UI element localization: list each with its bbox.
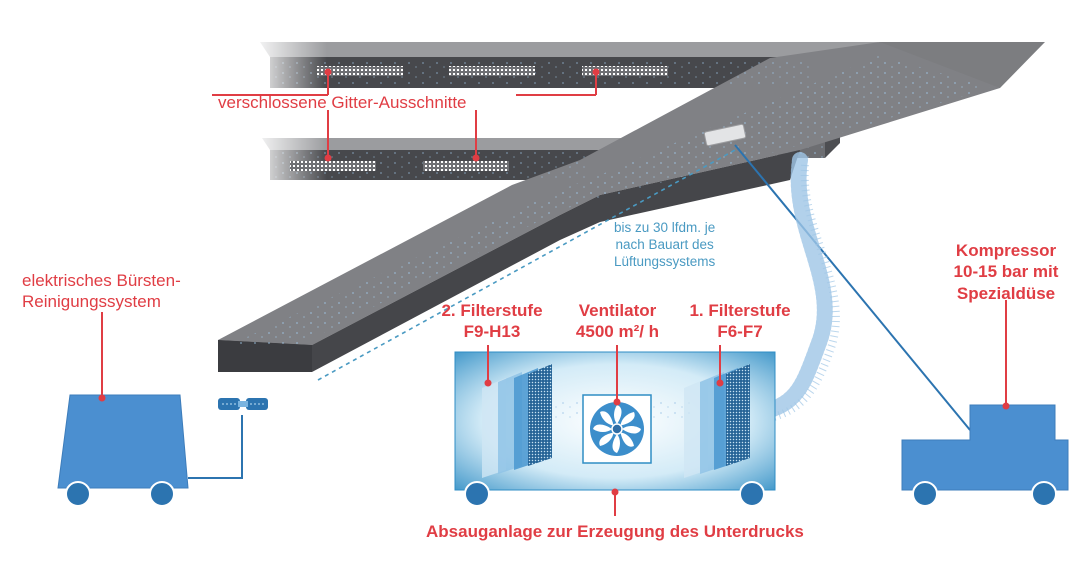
extraction-unit [454, 345, 776, 516]
wheel [1031, 481, 1057, 507]
grilles-label: verschlossene Gitter-Ausschnitte [218, 93, 467, 112]
grille-cutout [582, 66, 668, 76]
wheel [739, 481, 765, 507]
compressor-vehicle [901, 300, 1069, 507]
compressor-label: Kompressor 10-15 bar mit Spezialdüse [953, 241, 1059, 303]
filter-stage-1-label: 1. Filterstufe F6-F7 [689, 301, 791, 342]
main-duct-front [218, 150, 800, 372]
duct-opening [703, 123, 747, 147]
compressor-vehicle-body [901, 404, 1069, 491]
duct-length-note: bis zu 30 lfdm. je nach Bauart des Lüftu… [614, 220, 716, 269]
duct-system [218, 30, 1045, 372]
ventilator-label: Ventilator 4500 m²/ h [575, 301, 660, 342]
compressor-hose [734, 144, 971, 431]
wheel [65, 481, 91, 507]
brush-head-icon [218, 398, 268, 410]
grille-cutout [423, 161, 509, 171]
filter-panel-icon [684, 364, 750, 478]
wheel [149, 481, 175, 507]
brush-vehicle-body [57, 394, 189, 489]
grille-cutout [290, 161, 376, 171]
grille-leader-lines [212, 72, 597, 158]
grille-cutout [449, 66, 535, 76]
filter-panel-icon [482, 364, 552, 478]
filter-stage-2-label: 2. Filterstufe F9-H13 [441, 301, 543, 342]
fan-icon [590, 402, 644, 456]
brush-cleaning-vehicle [57, 312, 268, 507]
particle-stream [712, 152, 833, 420]
grille-cutout [317, 66, 403, 76]
wheel [912, 481, 938, 507]
wheel [464, 481, 490, 507]
extraction-unit-label: Absauganlage zur Erzeugung des Unterdruc… [426, 522, 804, 541]
brush-system-label: elektrisches Bürsten- Reinigungssystem [22, 271, 181, 312]
